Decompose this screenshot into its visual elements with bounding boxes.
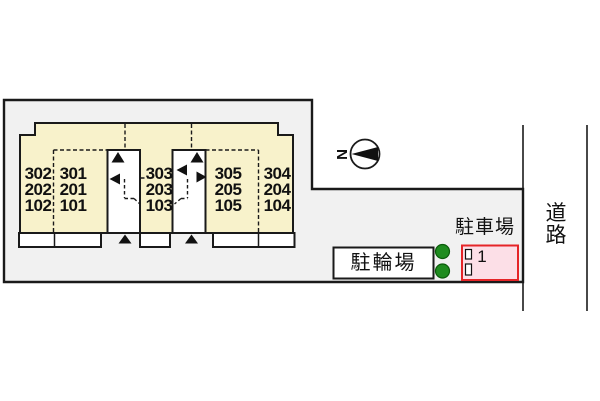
room-number: 203 bbox=[145, 180, 173, 200]
parking-lot-label: 駐車場 bbox=[454, 217, 515, 238]
room-number: 105 bbox=[214, 196, 242, 216]
room-number: 205 bbox=[214, 180, 242, 200]
unit-column-305: 305 205 105 bbox=[204, 164, 252, 216]
room-number: 101 bbox=[59, 196, 87, 216]
tree-icon bbox=[434, 243, 451, 260]
entrance2-arrow-icon bbox=[185, 234, 198, 244]
unit-column-302: 302 202 102 bbox=[14, 164, 62, 216]
parking-stall-marker bbox=[464, 263, 473, 276]
balcony-middle bbox=[139, 232, 171, 248]
stair-landing-dashed-2 bbox=[165, 177, 189, 205]
unit-column-303: 303 203 103 bbox=[135, 164, 183, 216]
stair2-up-arrow-icon bbox=[190, 152, 204, 163]
compass-north-label: N bbox=[334, 149, 351, 160]
tree-icon bbox=[434, 263, 451, 279]
stairwell-1 bbox=[106, 149, 141, 234]
stair1-up-arrow-icon bbox=[111, 152, 125, 163]
room-number: 204 bbox=[263, 180, 291, 200]
room-number: 201 bbox=[59, 180, 87, 200]
room-number: 303 bbox=[145, 164, 173, 183]
compass-needle-icon bbox=[351, 147, 378, 161]
unit-divider-dashed-lines bbox=[52, 124, 260, 232]
entrance1-arrow-icon bbox=[118, 234, 132, 244]
room-number: 304 bbox=[263, 164, 291, 183]
room-number: 104 bbox=[263, 196, 291, 216]
stair-landing-dashed-1 bbox=[123, 177, 148, 205]
room-number: 102 bbox=[24, 196, 52, 216]
road-label: 道路 bbox=[545, 202, 567, 247]
bicycle-parking-box bbox=[332, 246, 435, 280]
balcony-right bbox=[212, 232, 296, 248]
parking-stall-marker bbox=[464, 248, 473, 260]
room-number: 103 bbox=[145, 196, 173, 216]
stair2-right-arrow-icon bbox=[196, 171, 207, 183]
balcony-left bbox=[18, 232, 102, 248]
unit-column-304: 304 204 104 bbox=[253, 164, 301, 216]
stairwell-2 bbox=[171, 149, 207, 234]
stair2-left-arrow-icon bbox=[176, 164, 187, 176]
room-number: 305 bbox=[214, 164, 242, 183]
room-number: 301 bbox=[59, 164, 87, 183]
parking-space-number: 1 bbox=[477, 247, 487, 266]
room-number: 202 bbox=[24, 180, 52, 200]
room-number: 302 bbox=[24, 164, 52, 183]
bicycle-parking-label: 駐輪場 bbox=[350, 252, 417, 274]
unit-column-301: 301 201 101 bbox=[49, 164, 97, 216]
stair1-left-arrow-icon bbox=[109, 173, 120, 185]
